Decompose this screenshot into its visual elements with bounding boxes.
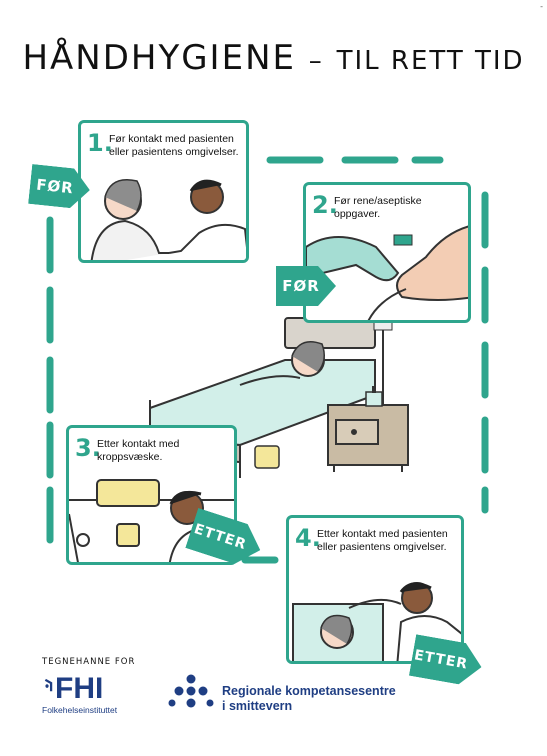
handshake-illustration	[90, 179, 246, 260]
rk-line-2: i smittevern	[222, 699, 293, 713]
moment-4-number: 4.	[295, 524, 321, 552]
fhi-name: Folkehelseinstituttet	[42, 705, 118, 715]
moment-3-number: 3.	[75, 434, 101, 462]
moment-2-card: 2. Før rene/aseptiske oppgaver.	[303, 182, 471, 323]
for-arrow-1-label: FØR	[35, 175, 75, 198]
title-main: HÅNDHYGIENE	[22, 38, 296, 78]
rk-logo-icon	[168, 674, 214, 708]
for-arrow-2-label: FØR	[282, 277, 320, 295]
moment-4-text: Etter kontakt med pasienten eller pasien…	[317, 528, 448, 553]
patient-contact-illustration	[292, 582, 461, 661]
moment-1-number: 1.	[87, 129, 113, 157]
rk-logo-text: Regionale kompetansesentre i smittevern	[222, 684, 396, 714]
etter-arrow-3-label: ETTER	[191, 521, 249, 554]
title-dash: –	[308, 46, 324, 76]
corner-mark: -	[540, 2, 543, 11]
illustrator-credit: TEGNEHANNE FOR	[42, 657, 136, 667]
rk-line-1: Regionale kompetansesentre	[222, 684, 396, 698]
moment-1-card: 1. Før kontakt med pasienten eller pasie…	[78, 120, 249, 263]
moment-2-number: 2.	[312, 191, 338, 219]
moment-3-text: Etter kontakt med kroppsvæske.	[97, 438, 180, 463]
title-sub: TIL RETT TID	[336, 46, 525, 76]
fhi-logo: ⸅FHI	[42, 670, 103, 706]
fhi-logo-text: FHI	[55, 672, 104, 705]
fhi-logo-mark: ⸅	[42, 674, 56, 704]
aseptic-task-illustration	[306, 225, 468, 320]
moment-1-text: Før kontakt med pasienten eller pasiente…	[109, 133, 239, 158]
moment-2-text: Før rene/aseptiske oppgaver.	[334, 195, 422, 220]
page-title: HÅNDHYGIENE – TIL RETT TID	[0, 38, 547, 78]
etter-arrow-4-label: ETTER	[412, 647, 470, 673]
